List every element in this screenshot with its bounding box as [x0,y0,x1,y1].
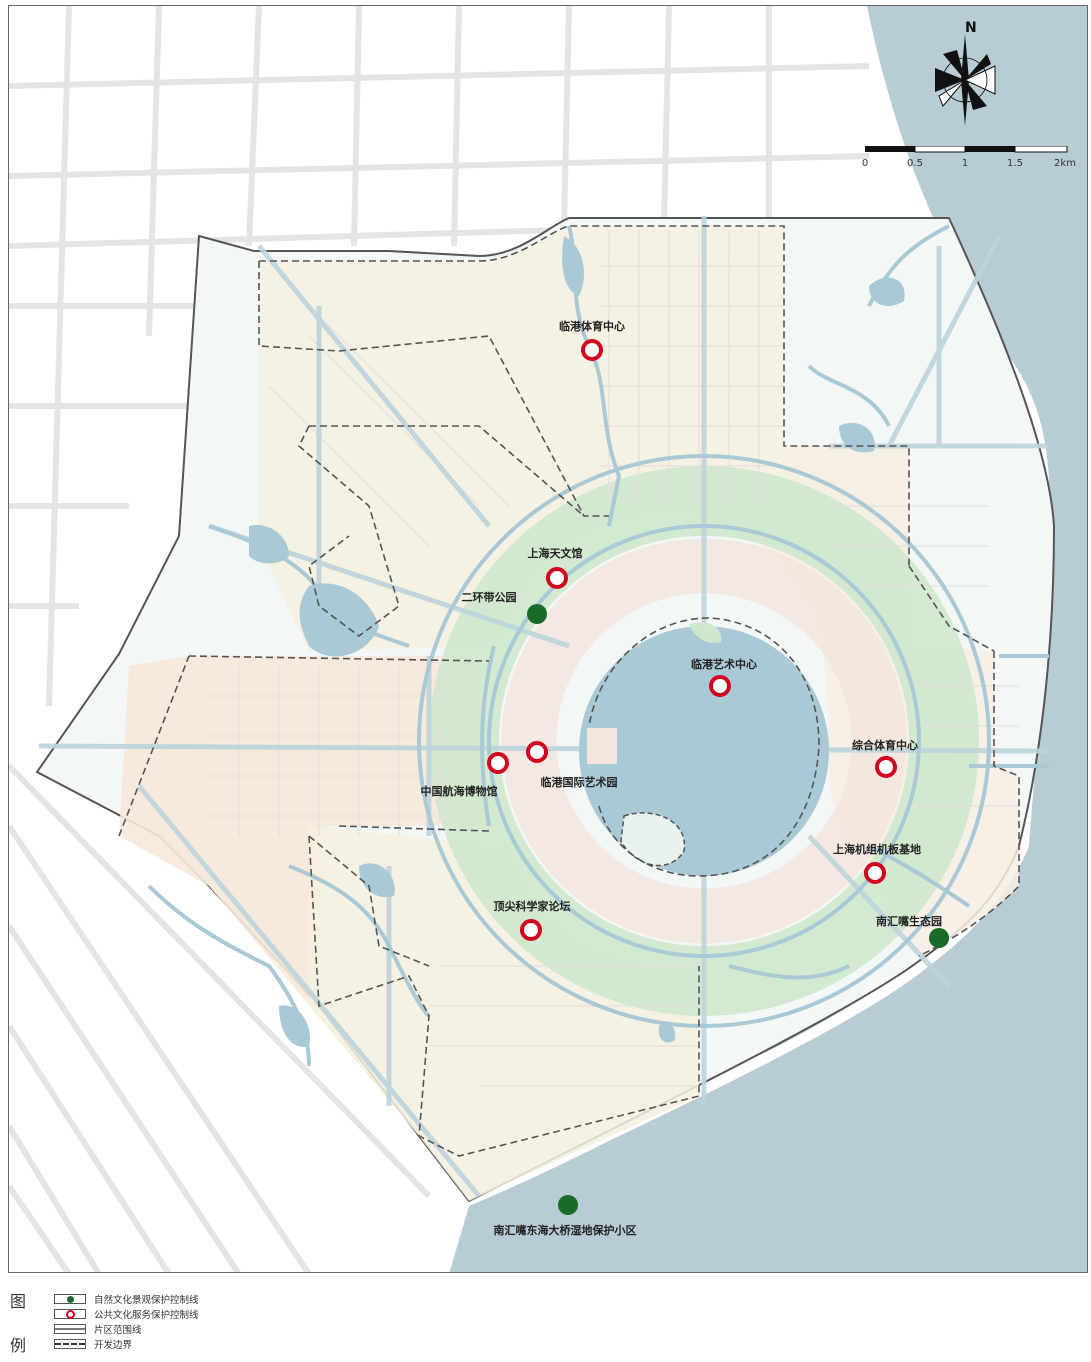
background-roads [9,6,870,1272]
scale-tick-label: 2km [1054,158,1076,169]
legend: 图 例 自然文化景观保护控制线 公共文化服务保护控制线 片区范围线 开发边界 [0,1286,400,1362]
dashed-line-icon [55,1343,85,1345]
poi-label: 中国航海博物馆 [420,785,498,798]
legend-label: 片区范围线 [94,1325,142,1336]
cultural-poi-marker[interactable] [546,567,568,589]
poi-label: 上海天文馆 [527,547,583,560]
scale-bar [865,146,1068,153]
poi-label: 南汇嘴东海大桥湿地保护小区 [493,1224,637,1237]
legend-title-top: 图 [10,1292,27,1311]
lake-island-south [620,812,686,867]
map-canvas[interactable] [9,6,1088,1273]
cultural-poi-marker[interactable] [875,756,897,778]
map-frame[interactable]: N 0 0.5 1 1.5 2km 临港体育中心上海天文馆二环带公园临港艺术中心综合体育… [8,5,1088,1273]
poi-label: 综合体育中心 [852,739,918,752]
legend-item-dev: 开发边界 [54,1337,132,1351]
poi-label: 顶尖科学家论坛 [493,900,571,913]
cultural-marker-swatch [54,1309,86,1319]
cultural-poi-marker[interactable] [709,675,731,697]
scale-tick-label: 0 [861,158,869,169]
legend-item-cultural: 公共文化服务保护控制线 [54,1307,199,1321]
legend-label: 开发边界 [94,1340,133,1351]
legend-item-zone: 片区范围线 [54,1322,142,1336]
scale-tick-label: 1.5 [1007,158,1023,169]
zone-line-swatch [54,1324,86,1334]
red-ring-icon [66,1310,75,1319]
cultural-poi-marker[interactable] [520,919,542,941]
north-arrow [935,34,996,126]
poi-label: 南汇嘴生态园 [876,915,942,928]
natural-poi-marker[interactable] [929,928,949,948]
natural-marker-swatch [54,1294,86,1304]
natural-poi-marker[interactable] [558,1195,578,1215]
zone-line-icon [55,1328,85,1330]
north-label: N [965,20,977,36]
legend-item-natural: 自然文化景观保护控制线 [54,1292,199,1306]
poi-label: 临港艺术中心 [691,658,757,671]
poi-label: 临港体育中心 [559,320,625,333]
water-bodies [249,236,905,1047]
dev-line-swatch [54,1339,86,1349]
cultural-poi-marker[interactable] [581,339,603,361]
development-boundaries [118,225,1020,1157]
legend-label: 自然文化景观保护控制线 [94,1295,199,1306]
cultural-poi-marker[interactable] [526,741,548,763]
legend-title-bottom: 例 [10,1336,27,1355]
natural-poi-marker[interactable] [527,604,547,624]
cultural-poi-marker[interactable] [487,752,509,774]
poi-label: 临港国际艺术园 [540,776,618,789]
poi-label: 上海机组机板基地 [833,843,921,856]
lake-island-west [587,728,617,764]
green-dot-icon [67,1296,74,1303]
cultural-poi-marker[interactable] [864,862,886,884]
lake-island-north [689,622,722,644]
scale-tick-label: 0.5 [907,158,923,169]
scale-tick-label: 1 [961,158,969,169]
legend-label: 公共文化服务保护控制线 [94,1310,199,1321]
poi-label: 二环带公园 [461,591,517,604]
